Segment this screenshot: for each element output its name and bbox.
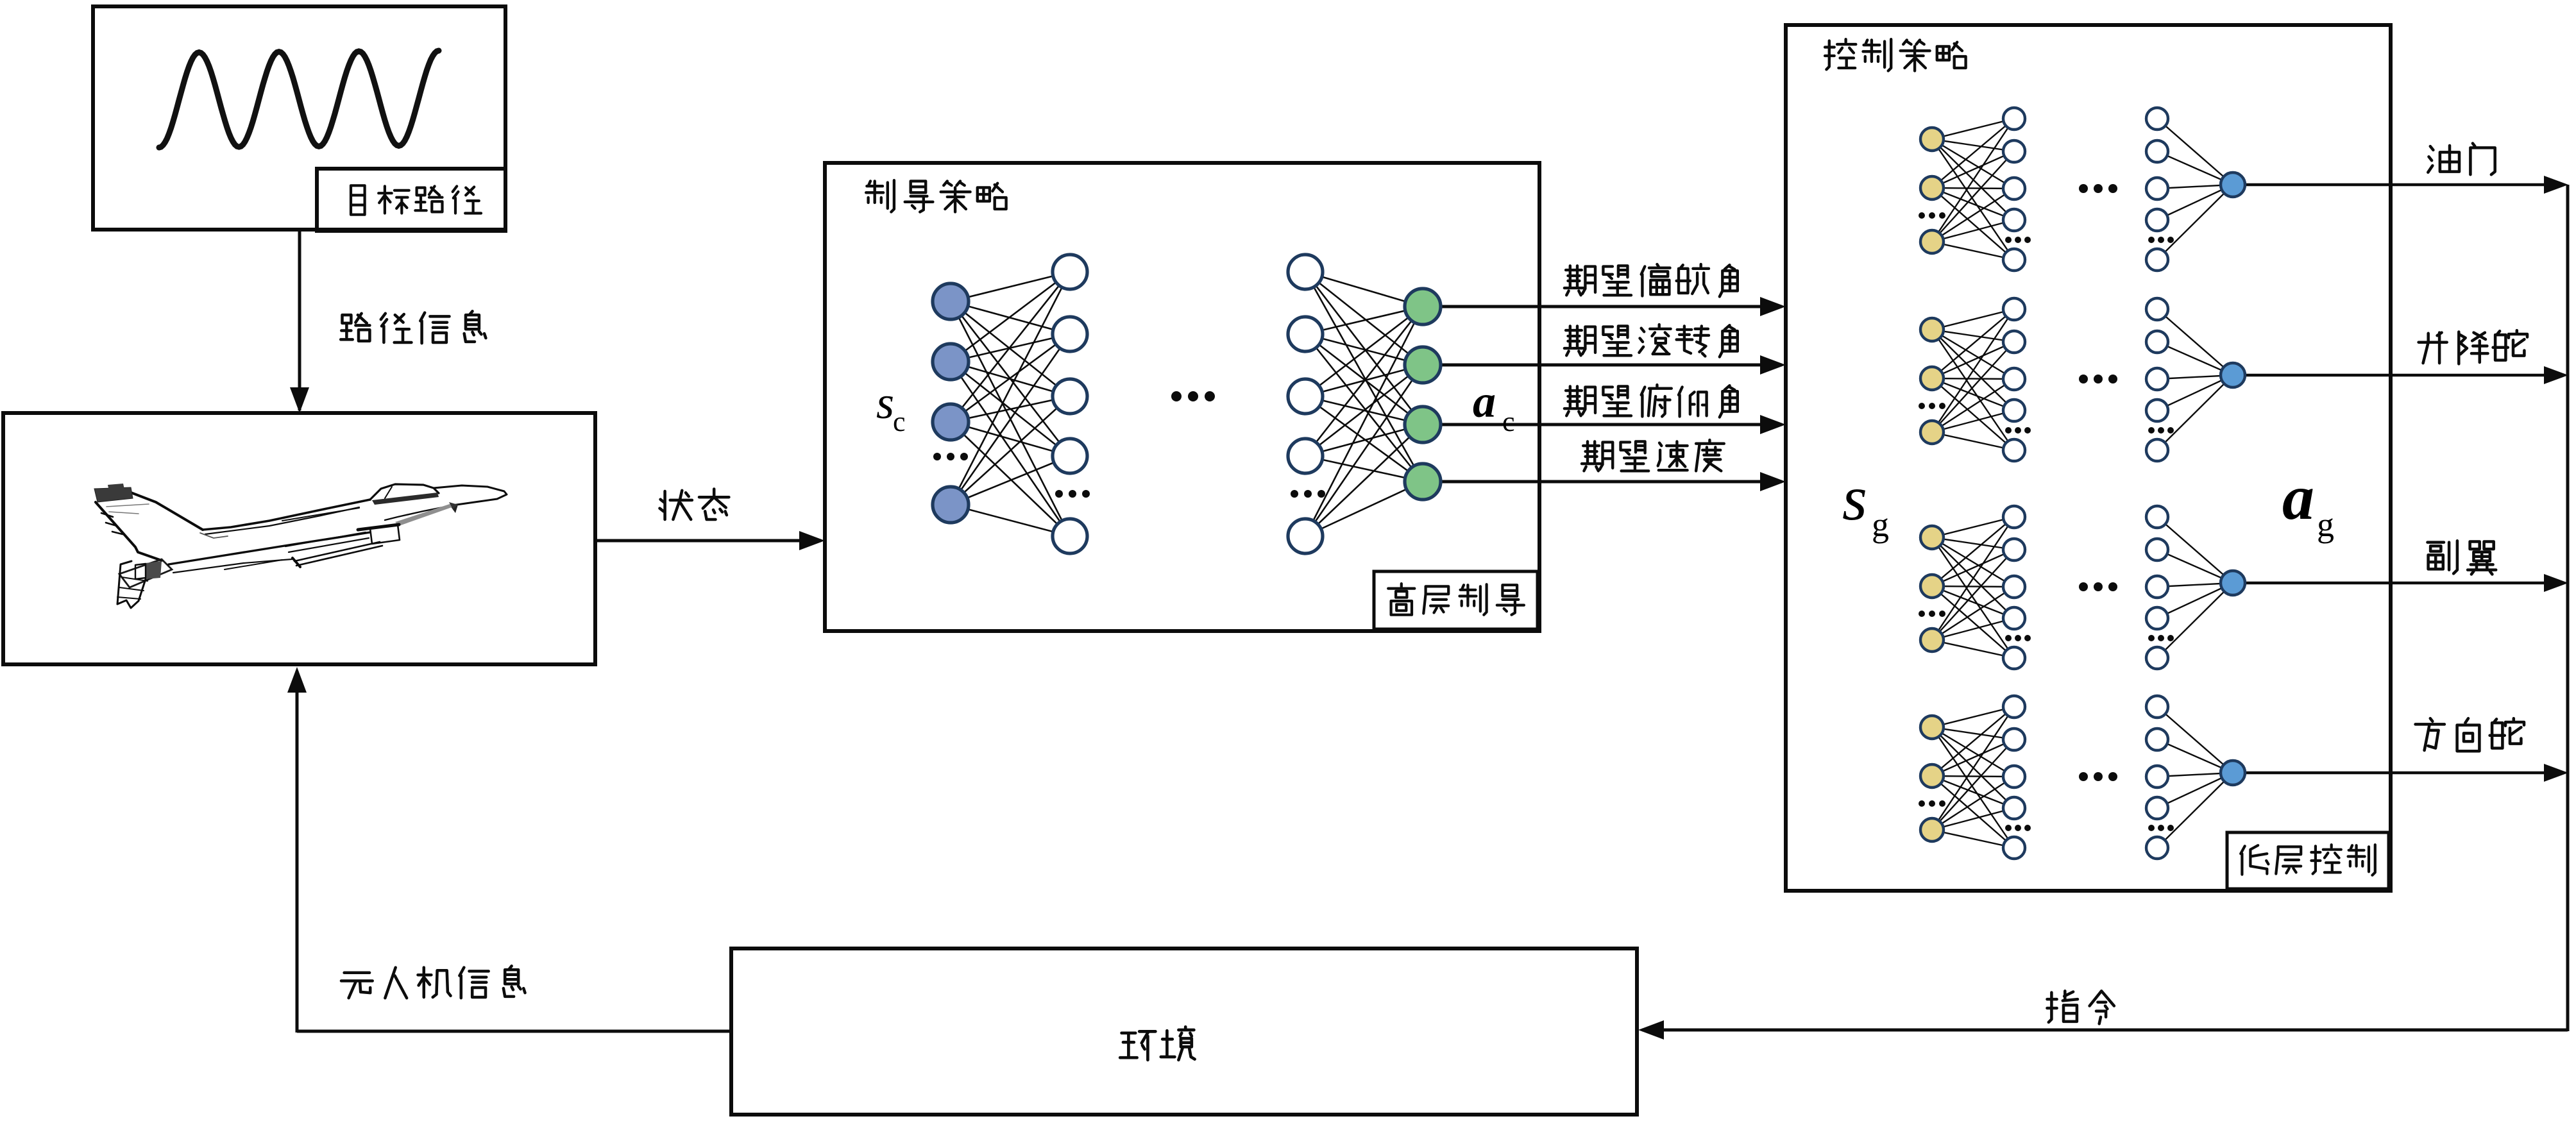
svg-text:c: c: [893, 406, 906, 437]
svg-text:a: a: [1473, 376, 1496, 427]
svg-text:a: a: [2282, 462, 2314, 533]
svg-text:g: g: [1872, 505, 1889, 544]
svg-text:g: g: [2317, 505, 2334, 544]
svg-text:s: s: [876, 377, 894, 428]
svg-text:s: s: [1842, 462, 1867, 534]
svg-text:c: c: [1502, 406, 1515, 437]
